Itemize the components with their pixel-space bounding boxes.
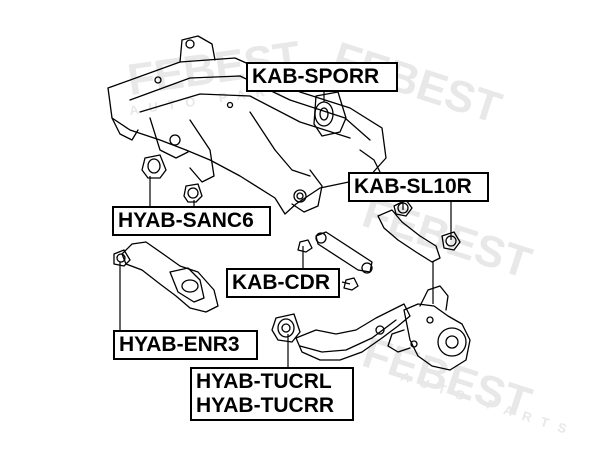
- part-code: HYAB-SANC6: [118, 209, 254, 232]
- label-kab-cdr: KAB-CDR: [226, 268, 340, 298]
- label-hyab-tucrl-tucrr: HYAB-TUCRL HYAB-TUCRR: [190, 367, 354, 421]
- arm-hyab-tucrl: [271, 303, 411, 361]
- arm-hyab-enr3: [113, 241, 219, 313]
- knuckle-hub: [387, 285, 471, 371]
- leader-lines: [119, 88, 452, 368]
- part-code: KAB-CDR: [232, 271, 330, 294]
- label-kab-sporr: KAB-SPORR: [246, 62, 398, 92]
- part-code-tucrl: HYAB-TUCRL: [196, 370, 332, 393]
- part-code-tucrr: HYAB-TUCRR: [196, 394, 335, 417]
- label-hyab-enr3: HYAB-ENR3: [113, 330, 258, 360]
- part-code: HYAB-ENR3: [119, 333, 240, 356]
- link-kab-cdr: [297, 231, 373, 291]
- part-code: KAB-SPORR: [252, 65, 380, 88]
- label-kab-sl10r: KAB-SL10R: [348, 172, 489, 202]
- label-hyab-sanc6: HYAB-SANC6: [112, 206, 271, 236]
- part-code: KAB-SL10R: [354, 175, 472, 198]
- bushings-hyab-sanc6: [141, 154, 203, 203]
- leader-kab-cdr-b: [341, 281, 351, 285]
